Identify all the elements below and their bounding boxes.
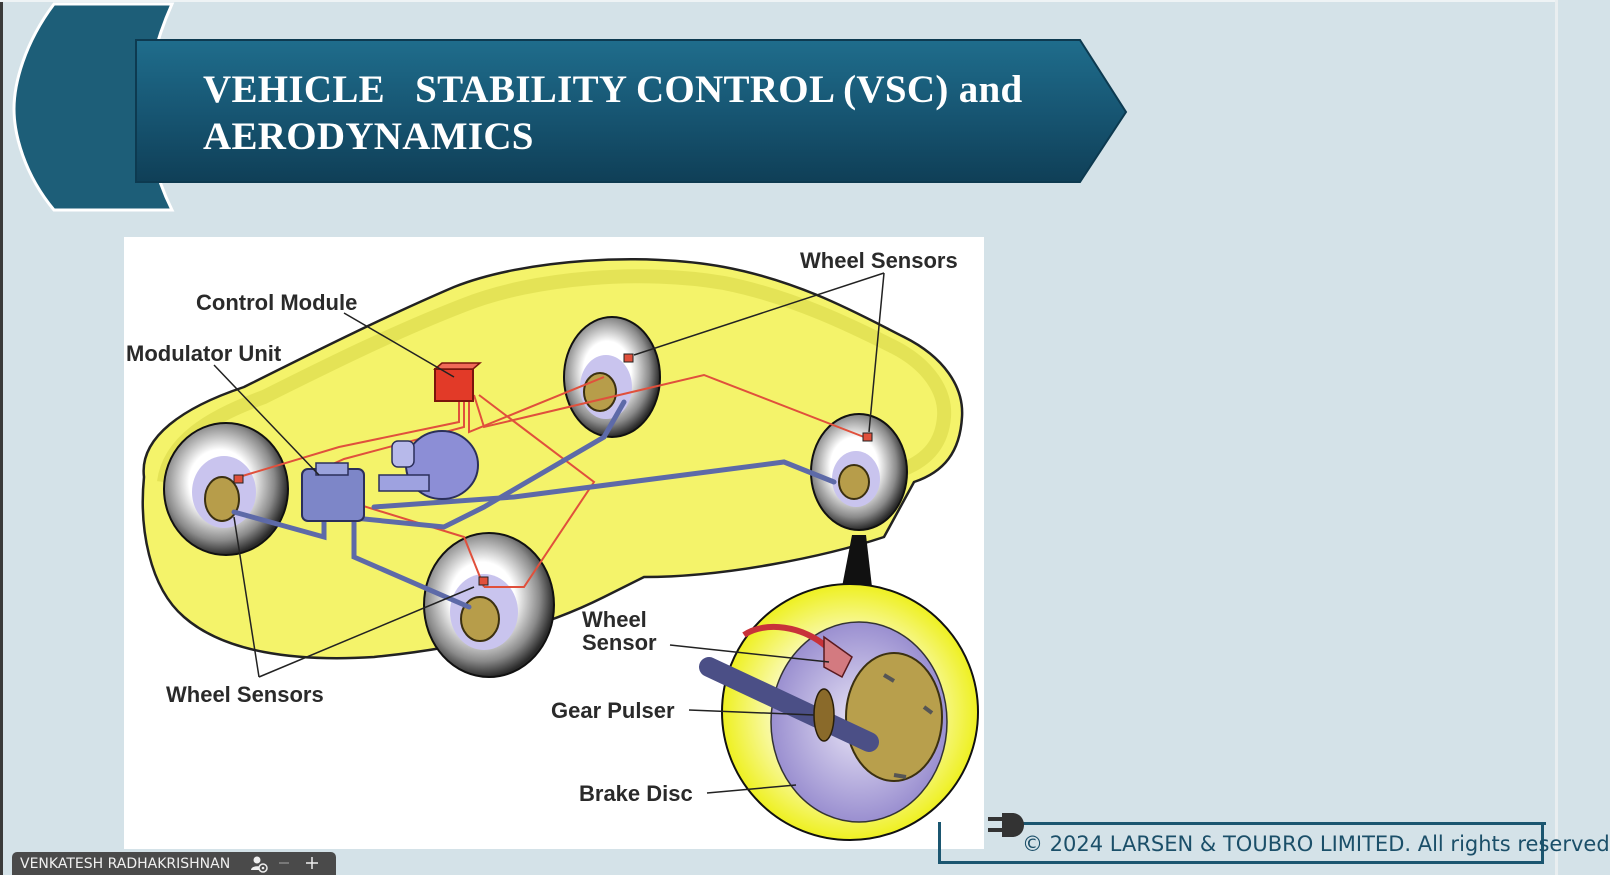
- window-left-edge: [0, 0, 3, 875]
- label-brake-disc: Brake Disc: [579, 781, 693, 806]
- label-gear-pulser: Gear Pulser: [551, 698, 675, 723]
- minimize-icon[interactable]: [276, 855, 292, 871]
- label-wheel-sensors-bottom: Wheel Sensors: [166, 682, 324, 707]
- copyright-text: © 2024 LARSEN & TOUBRO LIMITED. All righ…: [1022, 832, 1610, 856]
- plug-icon: [988, 813, 1024, 837]
- modulator-unit: [301, 462, 365, 522]
- label-wheel-sensors-top: Wheel Sensors: [800, 248, 958, 273]
- label-control-module: Control Module: [196, 290, 358, 315]
- brake-booster: [378, 430, 479, 500]
- presenter-name: VENKATESH RADHAKRISHNAN: [20, 856, 231, 872]
- slide-title: VEHICLE STABILITY CONTROL (VSC) and AERO…: [203, 68, 1023, 158]
- expand-plus-icon[interactable]: [304, 855, 320, 871]
- wheel-front-left: [423, 532, 555, 678]
- window-top-edge: [0, 0, 1558, 2]
- copyright-frame: [938, 822, 1544, 864]
- copyright-top-border: [1018, 822, 1546, 825]
- title-banner: [135, 39, 1128, 183]
- brake-detail: [699, 583, 979, 841]
- vsc-diagram: Wheel Sensors Control Module Modulator U…: [124, 237, 984, 849]
- wheel-front-right: [810, 413, 908, 531]
- presenter-bar: VENKATESH RADHAKRISHNAN: [12, 852, 336, 875]
- wheel-rear-left: [163, 422, 289, 556]
- participant-settings-icon[interactable]: [250, 855, 268, 873]
- window-right-edge: [1555, 0, 1558, 875]
- label-modulator-unit: Modulator Unit: [126, 341, 282, 366]
- control-module: [432, 362, 483, 402]
- label-wheel-sensor-detail: Wheel Sensor: [582, 607, 657, 655]
